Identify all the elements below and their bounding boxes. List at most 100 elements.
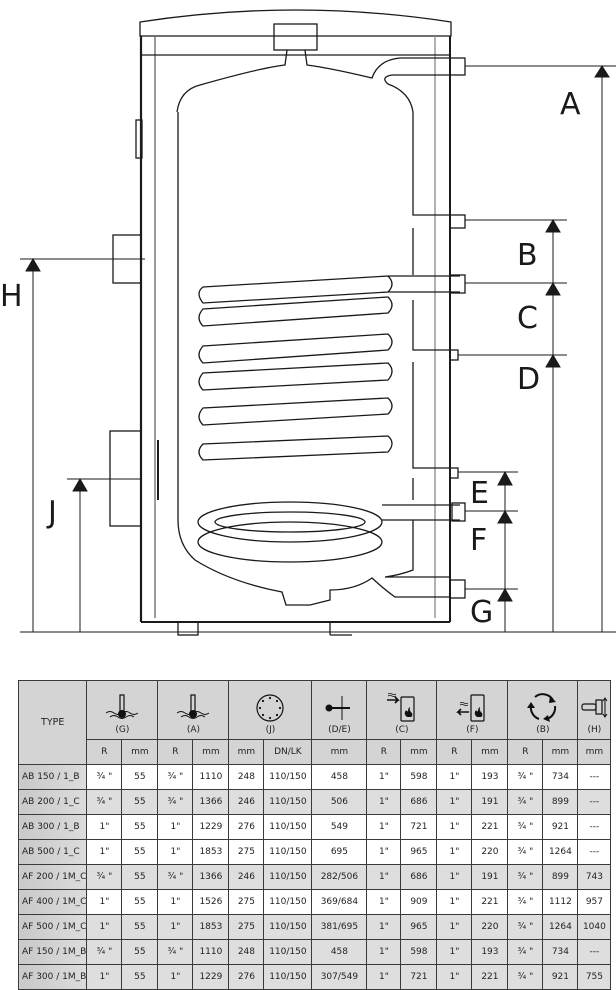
electric-heater-icon bbox=[581, 697, 608, 718]
value-cell: --- bbox=[577, 939, 612, 965]
value-cell: ¾ " bbox=[86, 789, 123, 815]
col-group-de: (D/E) bbox=[311, 680, 368, 740]
value-cell: 1040 bbox=[577, 914, 612, 940]
value-cell: 1" bbox=[157, 814, 194, 840]
col-group-f: (F) bbox=[436, 680, 509, 740]
value-cell: 598 bbox=[400, 939, 438, 965]
value-cell: ¾ " bbox=[157, 789, 194, 815]
value-cell: 899 bbox=[542, 864, 579, 890]
value-cell: 276 bbox=[228, 814, 265, 840]
value-cell: 755 bbox=[577, 964, 612, 990]
value-cell: 1" bbox=[157, 914, 194, 940]
dimension-spec-table: TYPE (G) (A) (J) (D/E) (C) bbox=[17, 680, 612, 990]
col-group-code: (B) bbox=[536, 725, 550, 735]
value-cell: 1110 bbox=[192, 939, 230, 965]
value-cell: 55 bbox=[121, 864, 159, 890]
value-cell: 1" bbox=[436, 814, 473, 840]
value-cell: 1229 bbox=[192, 964, 230, 990]
col-group-h: (H) bbox=[577, 680, 612, 740]
value-cell: 1526 bbox=[192, 889, 230, 915]
unit-header: R bbox=[507, 739, 544, 765]
value-cell: 458 bbox=[311, 939, 368, 965]
value-cell: 734 bbox=[542, 939, 579, 965]
value-cell: 899 bbox=[542, 789, 579, 815]
unit-header: R bbox=[86, 739, 123, 765]
value-cell: 1" bbox=[366, 889, 402, 915]
value-cell: 957 bbox=[577, 889, 612, 915]
unit-header: DN/LK bbox=[263, 739, 313, 765]
value-cell: 1229 bbox=[192, 814, 230, 840]
value-cell: 55 bbox=[121, 839, 159, 865]
value-cell: 55 bbox=[121, 789, 159, 815]
unit-header: R bbox=[157, 739, 194, 765]
value-cell: 743 bbox=[577, 864, 612, 890]
unit-header: mm bbox=[471, 739, 509, 765]
top-nozzle bbox=[273, 23, 318, 51]
value-cell: 110/150 bbox=[263, 939, 313, 965]
value-cell: 369/684 bbox=[311, 889, 368, 915]
value-cell: 1" bbox=[366, 814, 402, 840]
value-cell: 686 bbox=[400, 789, 438, 815]
value-cell: 307/549 bbox=[311, 964, 368, 990]
value-cell: 221 bbox=[471, 964, 509, 990]
value-cell: 1" bbox=[157, 889, 194, 915]
sensor-probe-icon bbox=[325, 696, 351, 720]
model-type-cell: AF 150 / 1M_B bbox=[17, 939, 88, 965]
value-cell: 110/150 bbox=[263, 964, 313, 990]
tank-lid bbox=[139, 9, 452, 37]
value-cell: 695 bbox=[311, 839, 368, 865]
heating-inlet-icon bbox=[386, 693, 415, 722]
value-cell: 1264 bbox=[542, 914, 579, 940]
value-cell: ¾ " bbox=[507, 889, 544, 915]
col-group-code: (F) bbox=[466, 725, 479, 735]
value-cell: 1" bbox=[157, 839, 194, 865]
value-cell: --- bbox=[577, 764, 612, 790]
value-cell: --- bbox=[577, 839, 612, 865]
value-cell: 248 bbox=[228, 764, 265, 790]
thermometer-in-water-icon bbox=[177, 694, 210, 719]
value-cell: 549 bbox=[311, 814, 368, 840]
value-cell: 1" bbox=[436, 914, 473, 940]
value-cell: ¾ " bbox=[507, 839, 544, 865]
flange-bolt-circle-icon bbox=[256, 694, 285, 722]
unit-header: mm bbox=[121, 739, 159, 765]
model-type-cell: AB 500 / 1_C bbox=[17, 839, 88, 865]
value-cell: 1" bbox=[436, 864, 473, 890]
value-cell: 1" bbox=[436, 839, 473, 865]
value-cell: 220 bbox=[471, 839, 509, 865]
value-cell: 55 bbox=[121, 964, 159, 990]
dim-label-g: G bbox=[470, 595, 493, 630]
heating-coil-lower bbox=[197, 501, 460, 563]
col-group-c: (C) bbox=[366, 680, 438, 740]
heating-outlet-icon bbox=[456, 694, 486, 722]
value-cell: 110/150 bbox=[263, 789, 313, 815]
dim-label-a: A bbox=[560, 87, 581, 122]
col-group-code: (C) bbox=[395, 725, 409, 735]
value-cell: 110/150 bbox=[263, 764, 313, 790]
value-cell: 965 bbox=[400, 914, 438, 940]
value-cell: 55 bbox=[121, 889, 159, 915]
value-cell: ¾ " bbox=[507, 789, 544, 815]
value-cell: 110/150 bbox=[263, 914, 313, 940]
value-cell: 1" bbox=[436, 889, 473, 915]
value-cell: 55 bbox=[121, 914, 159, 940]
value-cell: ¾ " bbox=[157, 939, 194, 965]
value-cell: ¾ " bbox=[86, 864, 123, 890]
value-cell: 1" bbox=[436, 964, 473, 990]
value-cell: 1" bbox=[366, 789, 402, 815]
col-group-code: (D/E) bbox=[328, 725, 351, 735]
model-type-cell: AF 300 / 1M_B bbox=[17, 964, 88, 990]
value-cell: 909 bbox=[400, 889, 438, 915]
value-cell: 686 bbox=[400, 864, 438, 890]
value-cell: 248 bbox=[228, 939, 265, 965]
value-cell: ¾ " bbox=[157, 864, 194, 890]
dimension-lines bbox=[20, 65, 616, 633]
dim-label-d: D bbox=[517, 362, 540, 397]
value-cell: 246 bbox=[228, 789, 265, 815]
value-cell: 275 bbox=[228, 889, 265, 915]
value-cell: 1" bbox=[366, 964, 402, 990]
